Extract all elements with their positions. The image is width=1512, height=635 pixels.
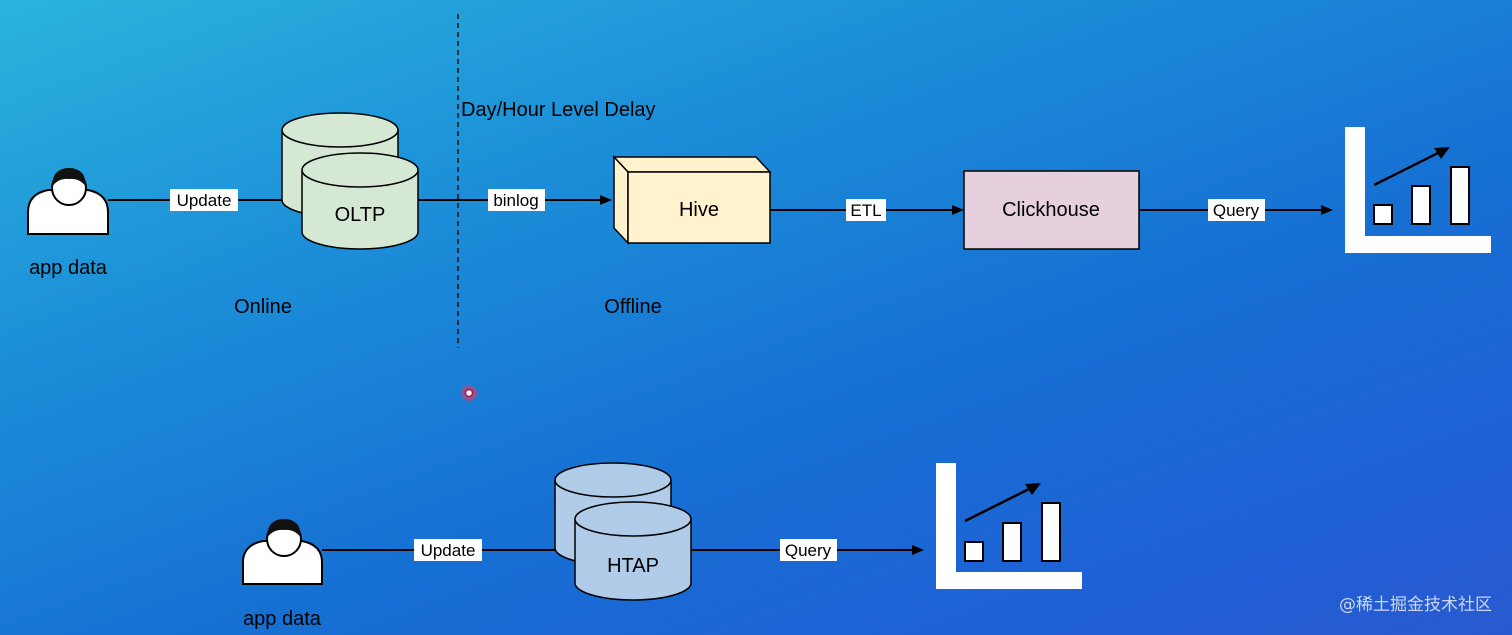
query-label: Query <box>785 541 832 560</box>
app-data-label: app data <box>243 608 322 630</box>
query-label: Query <box>1213 201 1260 220</box>
offline-label: Offline <box>604 296 661 318</box>
update-label-bg <box>170 189 238 211</box>
etl-label: ETL <box>850 201 881 220</box>
app-data-label: app data <box>29 257 108 279</box>
htap-label: HTAP <box>607 555 659 577</box>
cursor-indicator <box>461 385 477 401</box>
delay-label: Day/Hour Level Delay <box>461 99 656 121</box>
etl-label-bg <box>846 199 886 221</box>
watermark: @稀土掘金技术社区 <box>1339 595 1492 615</box>
update-label: Update <box>421 541 476 560</box>
binlog-label: binlog <box>493 191 538 210</box>
binlog-label-bg <box>488 189 545 211</box>
analytics-chart-icon <box>936 463 1082 589</box>
hive-box <box>612 155 772 245</box>
oltp-database <box>281 112 419 250</box>
user-icon <box>27 168 109 235</box>
user-icon <box>242 519 323 585</box>
query-label-bg <box>1208 199 1265 221</box>
oltp-label: OLTP <box>335 204 386 226</box>
update-label-bg <box>414 539 482 561</box>
update-label: Update <box>177 191 232 210</box>
htap-database <box>554 462 692 601</box>
clickhouse-box <box>963 170 1140 250</box>
clickhouse-label: Clickhouse <box>1002 199 1100 221</box>
online-label: Online <box>234 296 292 318</box>
analytics-chart-icon <box>1345 127 1491 253</box>
query-label-bg <box>780 539 837 561</box>
hive-label: Hive <box>679 199 719 221</box>
